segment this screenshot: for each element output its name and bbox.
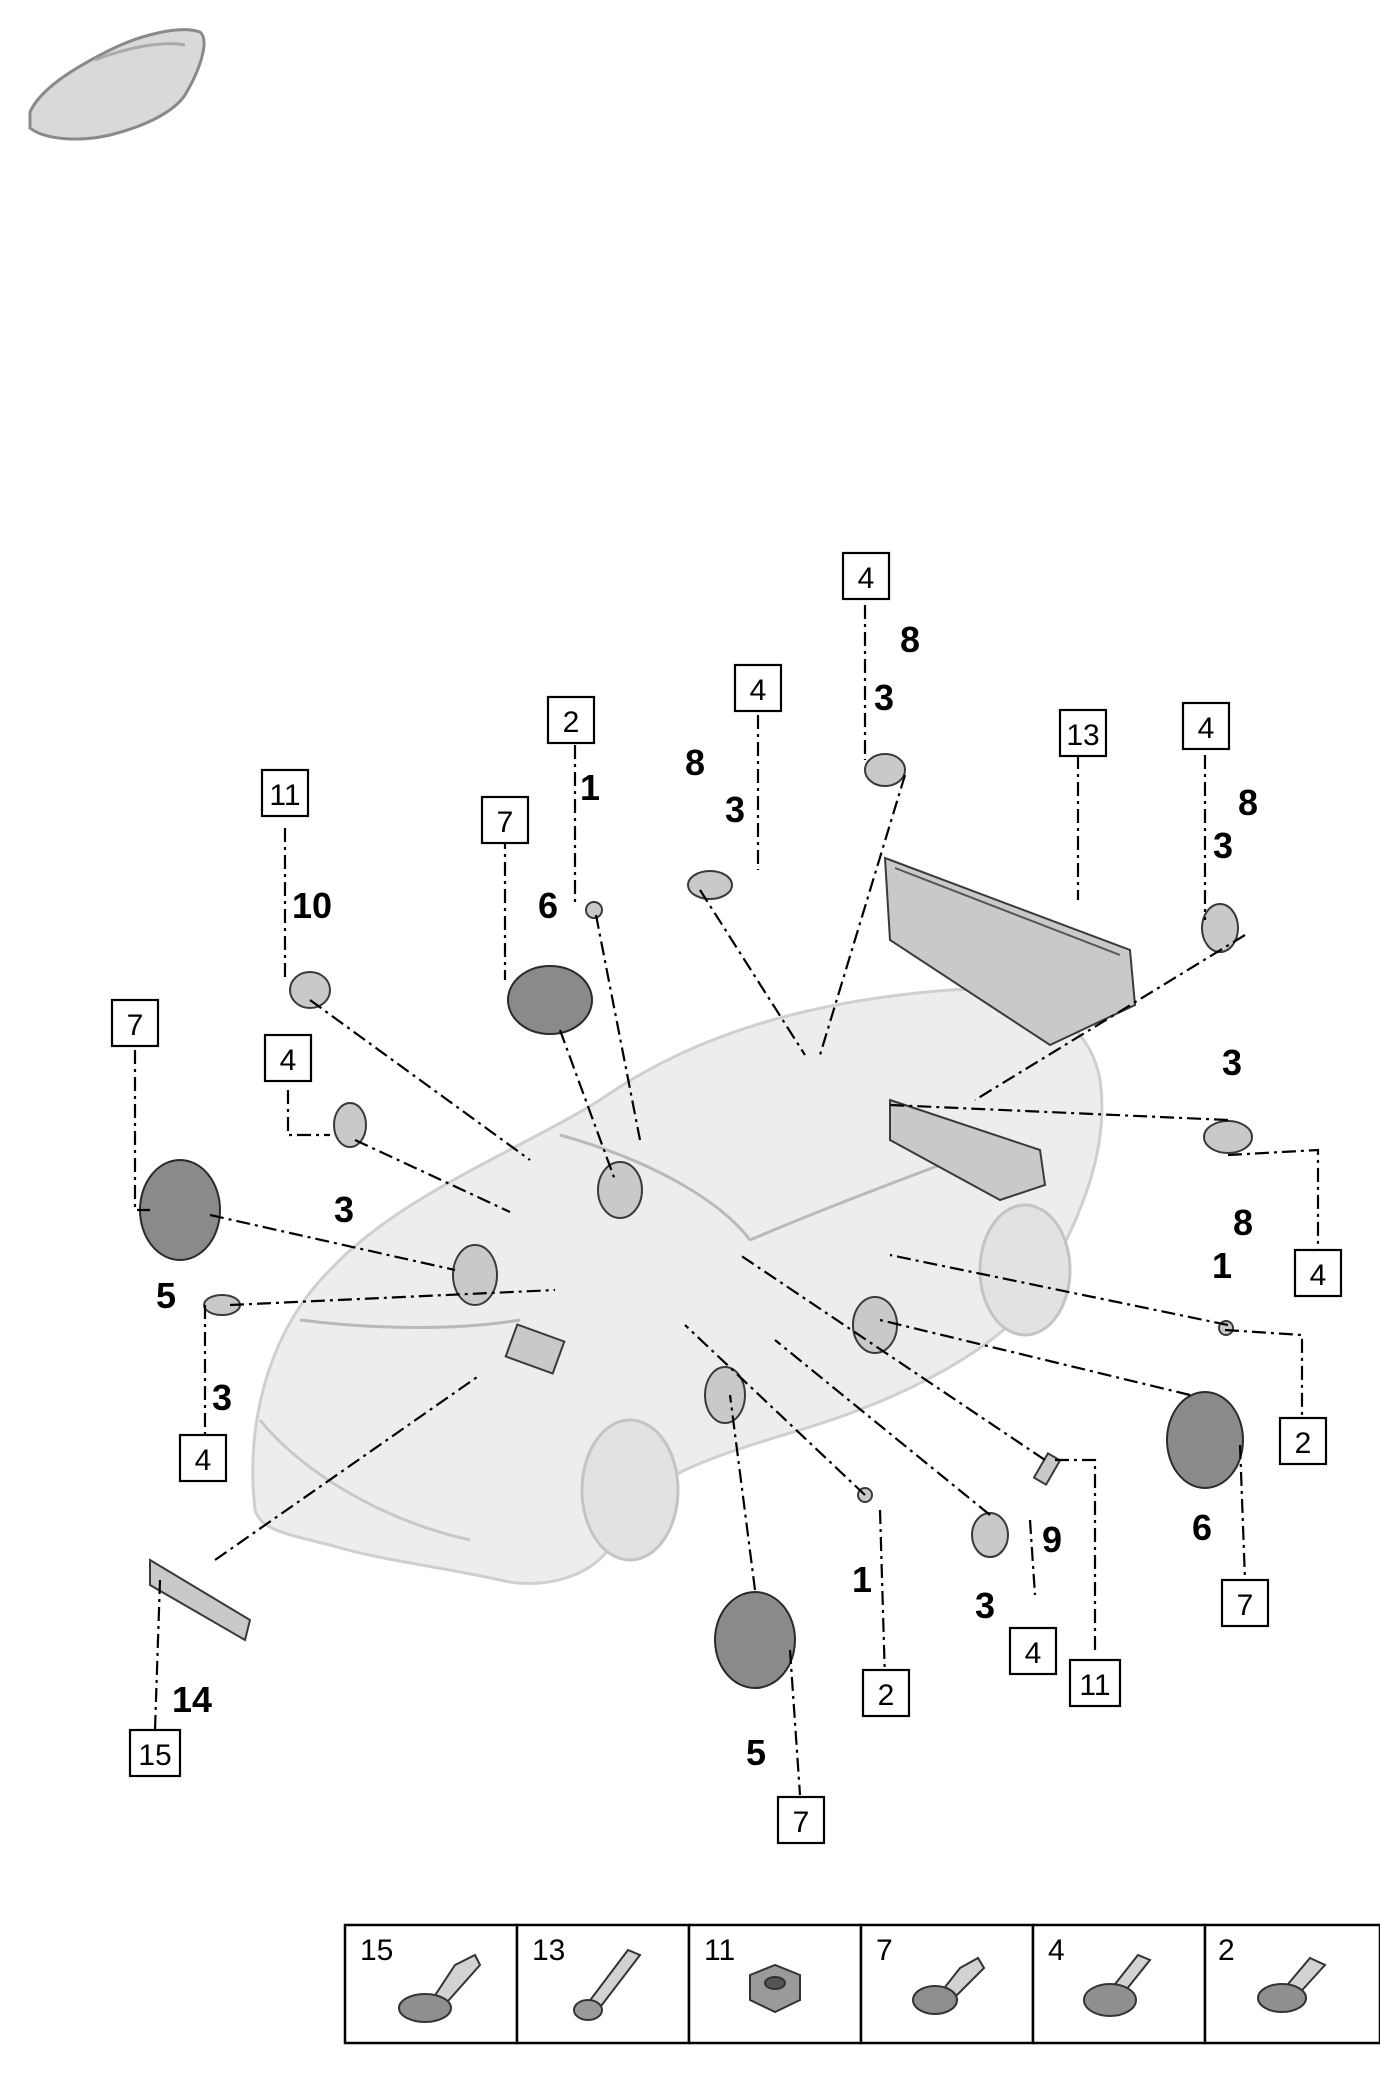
screw-icon [1083, 1953, 1152, 2017]
svg-text:7: 7 [1237, 1589, 1254, 1622]
screw-icon [398, 1953, 482, 2023]
fastener-label: 15 [360, 1934, 393, 1967]
svg-text:8: 8 [1233, 1202, 1253, 1243]
car-silhouette [251, 988, 1104, 1585]
svg-text:6: 6 [538, 885, 558, 926]
svg-text:7: 7 [793, 1806, 810, 1839]
svg-text:7: 7 [127, 1009, 144, 1042]
callout-box: 7 [776, 1795, 826, 1845]
svg-text:4: 4 [195, 1444, 212, 1477]
screw-icon [1257, 1956, 1327, 2013]
svg-text:3: 3 [334, 1189, 354, 1230]
leader-lines [133, 605, 1320, 1796]
callout-box: 7 [110, 998, 160, 1048]
callout-box: 7 [1220, 1578, 1270, 1628]
svg-text:11: 11 [269, 779, 300, 812]
amplifier-top [883, 856, 1137, 1047]
svg-text:8: 8 [900, 619, 920, 660]
svg-text:4: 4 [1310, 1259, 1327, 1292]
fastener-label: 11 [704, 1934, 735, 1967]
svg-text:1: 1 [852, 1559, 872, 1600]
callout-box: 11 [260, 768, 310, 818]
svg-text:1: 1 [580, 767, 600, 808]
svg-text:4: 4 [1025, 1637, 1042, 1670]
bolt-icon [573, 1948, 642, 2021]
callout-box: 13 [1058, 708, 1108, 758]
svg-text:15: 15 [138, 1739, 171, 1772]
svg-text:9: 9 [1042, 1519, 1062, 1560]
svg-text:7: 7 [497, 806, 514, 839]
svg-text:5: 5 [156, 1275, 176, 1316]
callout-box: 4 [263, 1033, 313, 1083]
callout-box: 2 [861, 1668, 911, 1718]
svg-text:1: 1 [1212, 1245, 1232, 1286]
bold-callouts: 8 3 1 8 3 3 8 10 6 3 3 5 3 8 1 6 9 1 3 1… [156, 619, 1258, 1773]
control-module-14 [149, 1558, 252, 1642]
svg-text:4: 4 [1198, 712, 1215, 745]
svg-text:3: 3 [1222, 1042, 1242, 1083]
svg-text:3: 3 [874, 677, 894, 718]
callout-box: 4 [1293, 1248, 1343, 1298]
callout-box: 4 [1008, 1626, 1058, 1676]
svg-text:5: 5 [746, 1732, 766, 1773]
svg-text:8: 8 [685, 742, 705, 783]
fastener-label: 7 [876, 1934, 893, 1967]
svg-text:4: 4 [750, 674, 767, 707]
svg-text:2: 2 [1295, 1427, 1312, 1460]
callout-box: 4 [178, 1433, 228, 1483]
svg-text:2: 2 [563, 706, 580, 739]
callout-box: 15 [128, 1728, 182, 1778]
callout-box: 2 [1278, 1416, 1328, 1466]
svg-text:14: 14 [172, 1679, 212, 1720]
svg-text:3: 3 [1213, 825, 1233, 866]
svg-text:2: 2 [878, 1679, 895, 1712]
car-thumbnail-icon [28, 28, 206, 141]
speaker-parts [139, 753, 1253, 1689]
callout-box: 2 [546, 695, 596, 745]
screw-icon [912, 1956, 986, 2015]
amplifier-lower [889, 1098, 1047, 1202]
fastener-table: 15 13 11 7 4 2 [343, 1923, 1380, 2045]
svg-text:3: 3 [975, 1585, 995, 1626]
svg-text:11: 11 [1079, 1669, 1110, 1702]
svg-text:10: 10 [292, 885, 332, 926]
nut-icon [749, 1963, 801, 2014]
svg-text:6: 6 [1192, 1507, 1212, 1548]
callout-box: 11 [1068, 1658, 1122, 1708]
svg-text:8: 8 [1238, 782, 1258, 823]
svg-text:4: 4 [858, 562, 875, 595]
callout-box: 4 [1181, 701, 1231, 751]
callout-box: 4 [841, 551, 891, 601]
callout-box: 7 [480, 795, 530, 845]
svg-text:13: 13 [1066, 719, 1099, 752]
fastener-label: 13 [532, 1934, 565, 1967]
svg-text:3: 3 [212, 1377, 232, 1418]
svg-text:3: 3 [725, 789, 745, 830]
callout-box: 4 [733, 663, 783, 713]
boxed-callouts: 4 2 4 13 4 11 7 7 4 4 4 2 2 4 11 7 15 7 [110, 551, 1343, 1845]
fastener-label: 2 [1218, 1934, 1235, 1967]
fastener-label: 4 [1048, 1934, 1065, 1967]
svg-text:4: 4 [280, 1044, 297, 1077]
